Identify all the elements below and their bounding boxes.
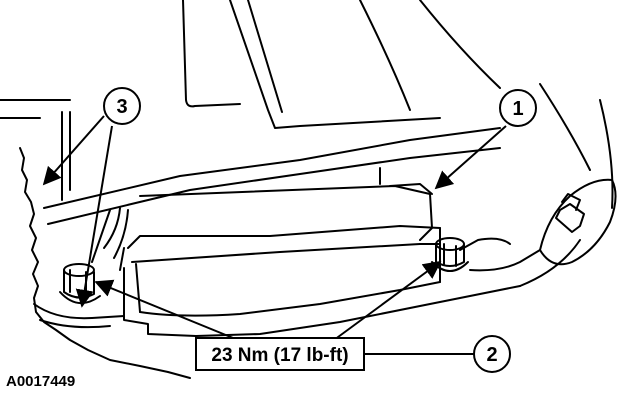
callout-2: 2 bbox=[473, 335, 511, 373]
callout-3-number: 3 bbox=[116, 96, 127, 118]
left-bolt bbox=[59, 263, 101, 304]
housing-outline bbox=[0, 0, 614, 209]
bracket bbox=[91, 167, 441, 337]
callout-1: 1 bbox=[499, 89, 537, 127]
leader-3a bbox=[42, 115, 105, 186]
right-mount bbox=[539, 178, 617, 266]
lower-casting bbox=[33, 237, 581, 337]
callout-1-number: 1 bbox=[512, 98, 523, 120]
break-line bbox=[19, 147, 191, 379]
torque-spec-text: 23 Nm (17 lb-ft) bbox=[211, 345, 348, 366]
right-bolt bbox=[431, 237, 469, 272]
figure-id: A0017449 bbox=[6, 373, 75, 390]
crossmember bbox=[43, 127, 501, 225]
leader-3b bbox=[75, 125, 113, 308]
callout-3: 3 bbox=[103, 87, 141, 125]
leader-2a bbox=[94, 279, 239, 341]
leader-1 bbox=[434, 125, 507, 190]
callout-2-number: 2 bbox=[486, 344, 497, 366]
torque-spec-box: 23 Nm (17 lb-ft) bbox=[195, 337, 365, 371]
leader-2b bbox=[333, 260, 442, 341]
